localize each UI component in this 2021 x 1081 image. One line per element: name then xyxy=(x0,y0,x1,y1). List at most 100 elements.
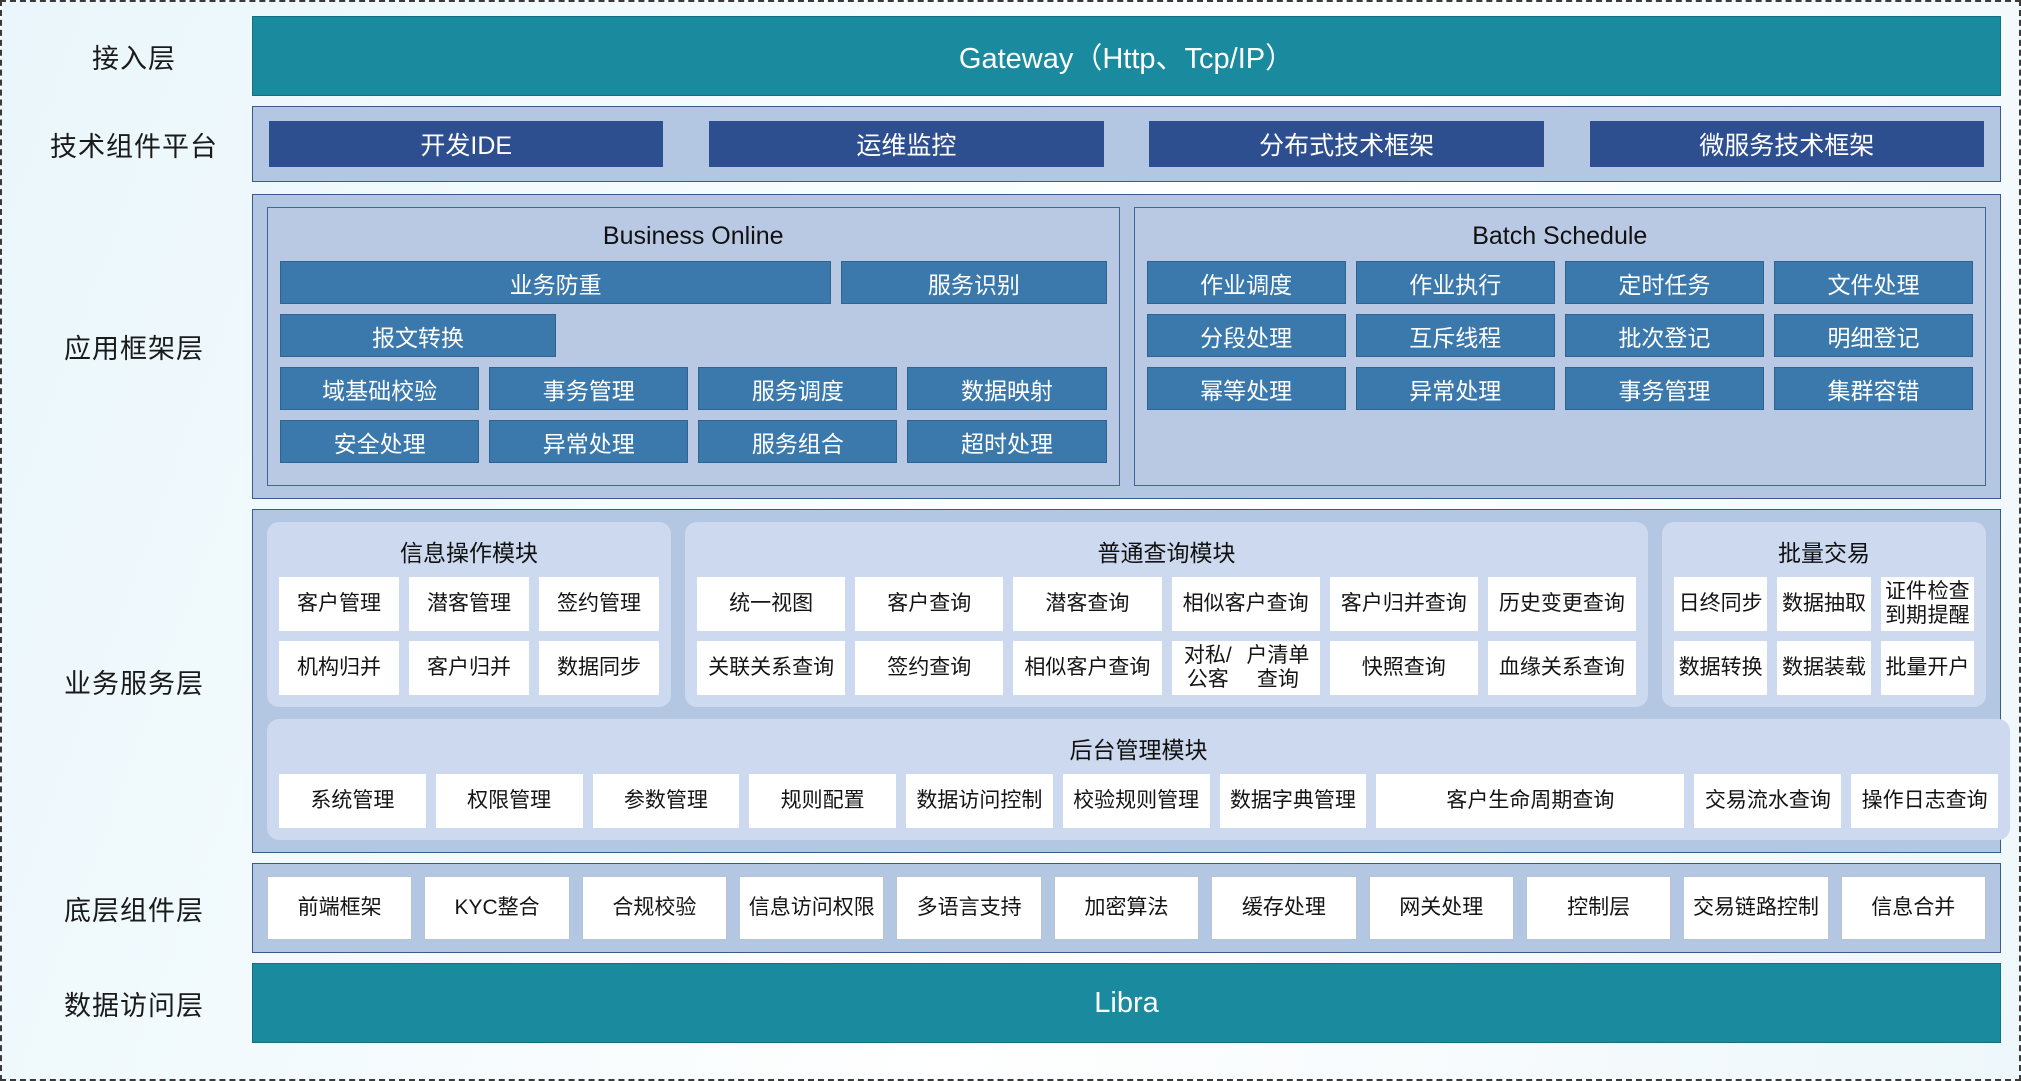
base-component-card[interactable]: 合规校验 xyxy=(581,876,728,940)
module-card-grid: 日终同步数据抽取证件到期检查提醒数据转换数据装载批量开户 xyxy=(1674,577,1974,695)
app-tile[interactable]: 服务调度 xyxy=(698,367,898,410)
app-group-1: Business Online 业务防重服务识别报文转换域基础校验事务管理服务调度… xyxy=(267,207,1120,486)
tech-button-1[interactable]: 开发IDE xyxy=(269,121,664,167)
admin-card[interactable]: 交易流水查询 xyxy=(1694,774,1842,828)
base-component-card[interactable]: 信息访问权限 xyxy=(739,876,885,940)
module-card[interactable]: 签约管理 xyxy=(539,577,659,631)
module-card[interactable]: 快照查询 xyxy=(1329,641,1478,695)
app-tile[interactable]: 互斥线程 xyxy=(1355,314,1555,357)
admin-card[interactable]: 系统管理 xyxy=(279,774,426,828)
app-tile-row: 幂等处理异常处理事务管理集群容错 xyxy=(1146,367,1973,410)
app-tile-row: 分段处理互斥线程批次登记明细登记 xyxy=(1146,314,1973,357)
admin-card[interactable]: 权限管理 xyxy=(435,774,583,828)
module-card[interactable]: 客户归并 xyxy=(409,641,529,695)
module-card[interactable]: 相似客户查询 xyxy=(1171,577,1320,631)
app-tile[interactable]: 定时任务 xyxy=(1564,261,1764,304)
module-card[interactable]: 签约查询 xyxy=(855,641,1004,695)
base-component-card[interactable]: 网关处理 xyxy=(1368,876,1514,940)
tech-platform-panel: 开发IDE 运维监控分布式技术框架微服务技术框架 xyxy=(252,106,2001,182)
app-tile[interactable]: 作业执行 xyxy=(1355,261,1555,304)
data-access-bar: Libra xyxy=(252,963,2001,1043)
admin-card[interactable]: 数据字典管理 xyxy=(1219,774,1367,828)
module-card[interactable]: 数据抽取 xyxy=(1777,577,1871,631)
module-card[interactable]: 历史变更查询 xyxy=(1487,577,1636,631)
app-tile[interactable]: 异常处理 xyxy=(489,420,689,463)
admin-card[interactable]: 数据访问控制 xyxy=(906,774,1053,828)
base-component-card[interactable]: 前端框架 xyxy=(267,876,413,940)
module-card[interactable]: 日终同步 xyxy=(1674,577,1768,631)
layer-label-base-component: 底层组件层 xyxy=(64,895,204,926)
app-tile[interactable]: 事务管理 xyxy=(1564,367,1764,410)
admin-card[interactable]: 规则配置 xyxy=(749,774,897,828)
layer-business-service-row: 业务服务层 信息操作模块客户管理潜客管理签约管理机构归并客户归并数据同步普通查询… xyxy=(16,509,2010,853)
module-card[interactable]: 数据转换 xyxy=(1674,641,1768,695)
app-tile[interactable]: 数据映射 xyxy=(907,367,1107,410)
app-tile[interactable]: 异常处理 xyxy=(1355,367,1555,410)
module-card[interactable]: 证件到期检查提醒 xyxy=(1880,577,1974,631)
module-card[interactable]: 数据同步 xyxy=(539,641,659,695)
module-card[interactable]: 批量开户 xyxy=(1880,641,1974,695)
app-tile[interactable]: 报文转换 xyxy=(280,314,556,357)
module-card[interactable]: 潜客管理 xyxy=(409,577,529,631)
module-card[interactable]: 数据装载 xyxy=(1777,641,1871,695)
base-component-card[interactable]: 加密算法 xyxy=(1053,876,1200,940)
base-component-card[interactable]: 控制层 xyxy=(1525,876,1672,940)
app-tile[interactable]: 域基础校验 xyxy=(280,367,480,410)
tech-button-4[interactable]: 微服务技术框架 xyxy=(1589,121,1984,167)
app-tile[interactable]: 分段处理 xyxy=(1146,314,1346,357)
admin-card[interactable]: 参数管理 xyxy=(592,774,740,828)
module-title: 普通查询模块 xyxy=(1097,540,1236,566)
base-component-card[interactable]: 缓存处理 xyxy=(1211,876,1357,940)
base-component-card[interactable]: 交易链路控制 xyxy=(1683,876,1829,940)
module-query: 普通查询模块统一视图客户查询潜客查询相似客户查询客户归并查询历史变更查询关联关系… xyxy=(685,522,1648,707)
layer-label-business-service: 业务服务层 xyxy=(64,668,204,699)
gateway-bar: Gateway（Http、Tcp/IP） xyxy=(252,16,2001,96)
module-info: 信息操作模块客户管理潜客管理签约管理机构归并客户归并数据同步 xyxy=(267,522,671,707)
module-card[interactable]: 客户查询 xyxy=(855,577,1004,631)
app-tile[interactable]: 作业调度 xyxy=(1146,261,1346,304)
module-card[interactable]: 潜客查询 xyxy=(1013,577,1162,631)
base-component-card[interactable]: 信息合并 xyxy=(1840,876,1986,940)
module-title: 批量交易 xyxy=(1778,540,1870,566)
app-tile[interactable]: 安全处理 xyxy=(280,420,480,463)
module-card-grid: 统一视图客户查询潜客查询相似客户查询客户归并查询历史变更查询关联关系查询签约查询… xyxy=(697,577,1636,695)
business-service-panel: 信息操作模块客户管理潜客管理签约管理机构归并客户归并数据同步普通查询模块统一视图… xyxy=(252,509,2010,853)
module-admin: 后台管理模块 系统管理权限管理参数管理规则配置数据访问控制校验规则管理数据字典管… xyxy=(267,719,2010,840)
base-component-card[interactable]: 多语言支持 xyxy=(896,876,1042,940)
module-card[interactable]: 客户归并查询 xyxy=(1329,577,1478,631)
admin-card[interactable]: 客户生命周期查询 xyxy=(1376,774,1685,828)
app-tile[interactable]: 事务管理 xyxy=(489,367,689,410)
app-tile[interactable]: 业务防重 xyxy=(280,261,832,304)
app-group-title: Business Online xyxy=(602,222,784,250)
admin-card[interactable]: 操作日志查询 xyxy=(1851,774,1998,828)
module-card[interactable]: 统一视图 xyxy=(697,577,846,631)
app-tile[interactable]: 明细登记 xyxy=(1773,314,1973,357)
app-tile[interactable]: 幂等处理 xyxy=(1146,367,1346,410)
app-tile-row: 作业调度作业执行定时任务文件处理 xyxy=(1146,261,1973,304)
layer-label-tech-platform: 技术组件平台 xyxy=(50,131,218,162)
module-card[interactable]: 相似客户查询 xyxy=(1013,641,1162,695)
app-tile[interactable]: 超时处理 xyxy=(907,420,1107,463)
module-admin-title: 后台管理模块 xyxy=(1069,737,1208,763)
module-card[interactable]: 关联关系查询 xyxy=(697,641,846,695)
app-tile[interactable]: 批次登记 xyxy=(1564,314,1764,357)
tech-button-2[interactable]: 运维监控 xyxy=(709,121,1104,167)
module-card[interactable]: 对私/公客户清单查询 xyxy=(1171,641,1320,695)
layer-label-data-access: 数据访问层 xyxy=(64,990,204,1021)
layer-tech-platform-row: 技术组件平台 开发IDE 运维监控分布式技术框架微服务技术框架 xyxy=(16,106,2001,182)
module-card[interactable]: 客户管理 xyxy=(279,577,399,631)
app-tile[interactable]: 服务识别 xyxy=(841,261,1107,304)
layer-label-app-framework: 应用框架层 xyxy=(64,334,204,364)
app-tile[interactable]: 服务组合 xyxy=(698,420,898,463)
app-tile[interactable]: 集群容错 xyxy=(1773,367,1973,410)
tech-button-3[interactable]: 分布式技术框架 xyxy=(1149,121,1544,167)
module-card[interactable]: 机构归并 xyxy=(279,641,399,695)
admin-card[interactable]: 校验规则管理 xyxy=(1062,774,1210,828)
module-card[interactable]: 血缘关系查询 xyxy=(1487,641,1636,695)
app-tile[interactable]: 文件处理 xyxy=(1773,261,1973,304)
